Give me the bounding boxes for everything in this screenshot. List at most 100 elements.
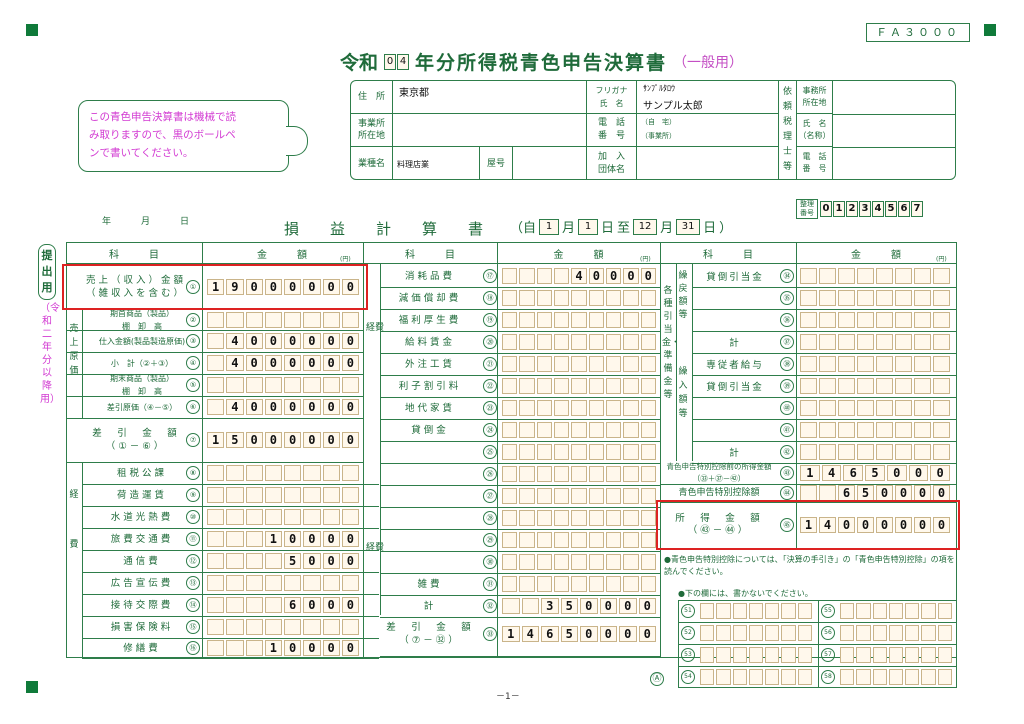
amount-digits[interactable] — [700, 669, 812, 685]
digit-cell — [937, 625, 952, 641]
digit-cell — [716, 669, 731, 685]
amount-digits[interactable] — [207, 312, 359, 328]
left-col-subject: 科 目 — [109, 250, 159, 261]
amount-digits[interactable] — [800, 444, 950, 460]
amount-digits[interactable] — [502, 444, 656, 460]
amount-digits[interactable] — [840, 625, 952, 641]
digit-cell — [857, 422, 874, 438]
amount-digits[interactable] — [502, 576, 656, 592]
digit-cell — [536, 290, 552, 306]
amount-digits[interactable] — [700, 603, 812, 619]
amount-digits[interactable] — [800, 378, 950, 394]
digit-cell — [264, 465, 282, 481]
amount-digits[interactable] — [207, 509, 359, 525]
amount-digits[interactable] — [700, 647, 812, 663]
divider — [66, 396, 363, 397]
digit-cell: 0 — [341, 279, 359, 295]
line-number: ㉞ — [780, 269, 794, 283]
line-number: ㉔ — [483, 423, 497, 437]
amount-digits[interactable] — [800, 400, 950, 416]
title-sub: （一般用） — [673, 54, 744, 71]
amount-digits[interactable] — [502, 488, 656, 504]
period-m2[interactable]: 12 — [633, 218, 658, 235]
digit-cell — [226, 575, 244, 591]
amount-digits[interactable] — [502, 510, 656, 526]
digit-cell — [536, 532, 552, 548]
amount-digits[interactable] — [502, 334, 656, 350]
digit-cell — [605, 356, 622, 372]
amount-digits[interactable] — [800, 290, 950, 306]
amount-digits[interactable] — [502, 554, 656, 570]
digit-cell: 0 — [599, 598, 617, 614]
furigana-value[interactable]: ｻﾝﾌﾟﾙﾀﾛｳ — [643, 84, 675, 93]
amount-digits[interactable] — [207, 619, 359, 635]
address-value[interactable]: 東京都 — [399, 88, 429, 99]
digit-cell — [781, 669, 796, 685]
digit-cell — [876, 268, 893, 284]
digit-cell: 4 — [821, 465, 842, 481]
amount-digits[interactable] — [502, 356, 656, 372]
digit-cell — [521, 598, 539, 614]
amount-digits[interactable] — [800, 356, 950, 372]
amount-digits[interactable] — [502, 466, 656, 482]
digit-cell — [605, 378, 622, 394]
digit-cell — [623, 422, 639, 438]
digit-cell: 0 — [895, 517, 912, 533]
amount-digits[interactable] — [502, 400, 656, 416]
group-label: 加 入 団体名 — [587, 147, 637, 179]
amount-digits[interactable] — [207, 487, 359, 503]
left-col-yen: (円) — [340, 256, 351, 263]
period-d2[interactable]: 31 — [676, 218, 701, 235]
digit-cell — [800, 290, 817, 306]
amount-digits[interactable] — [800, 422, 950, 438]
period-d1[interactable]: 1 — [578, 218, 599, 235]
amount-digits[interactable] — [800, 334, 950, 350]
digit-cell: 0 — [619, 626, 637, 642]
amount-digits[interactable] — [502, 312, 656, 328]
line-number: ㊸ — [780, 466, 794, 480]
digit-cell — [553, 400, 570, 416]
amount-digits[interactable] — [840, 647, 952, 663]
divider — [678, 666, 957, 667]
digit-cell: 9 — [226, 279, 244, 295]
digit-cell — [905, 603, 920, 619]
ref-digit: 7 — [911, 201, 923, 217]
amount-digits[interactable] — [207, 575, 359, 591]
amount-digits[interactable] — [502, 532, 656, 548]
business-value[interactable]: 料理店業 — [397, 160, 429, 169]
amount-digits[interactable] — [207, 377, 359, 393]
amount-digits[interactable] — [700, 625, 812, 641]
digit-cell — [553, 290, 570, 306]
digit-cell: 0 — [599, 626, 617, 642]
digit-cell — [640, 378, 656, 394]
digit-cell — [536, 356, 552, 372]
name-value[interactable]: サンプル太郎 — [643, 101, 703, 112]
amount-digits[interactable] — [502, 422, 656, 438]
amount-digits[interactable] — [207, 465, 359, 481]
amount-digits[interactable] — [502, 290, 656, 306]
period-m1[interactable]: 1 — [539, 218, 560, 235]
amount-digits[interactable] — [840, 669, 952, 685]
amount-digits[interactable] — [800, 268, 950, 284]
amount-digits[interactable] — [840, 603, 952, 619]
digit-cell — [588, 554, 604, 570]
amount-digits[interactable] — [800, 312, 950, 328]
amount-digits[interactable] — [502, 378, 656, 394]
digit-cell — [264, 575, 282, 591]
